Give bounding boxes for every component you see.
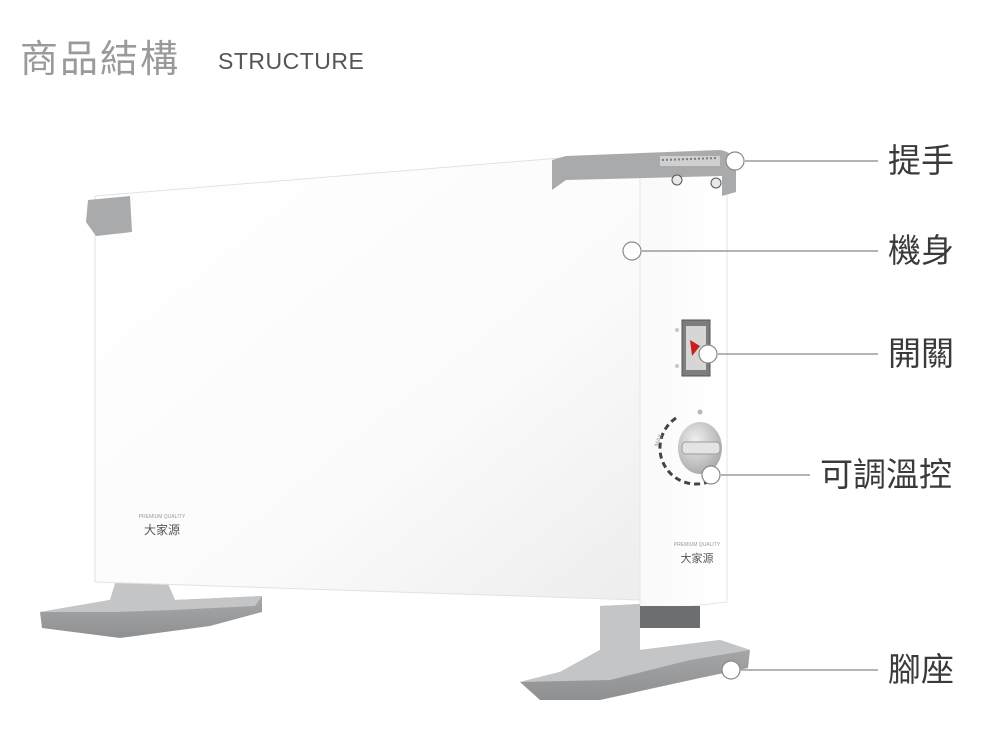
left-foot <box>40 566 262 638</box>
svg-text:大家源: 大家源 <box>681 551 714 565</box>
callout-lines <box>622 151 878 680</box>
dial-max-text: MAX <box>654 433 664 447</box>
callout-foot-label: 腳座 <box>888 650 954 689</box>
handle-cap <box>552 150 736 196</box>
callout-body-label: 機身 <box>888 231 954 270</box>
side-brand-logo: PREMIUM QUALITY 大家源 <box>674 542 721 565</box>
svg-text:PREMIUM QUALITY: PREMIUM QUALITY <box>139 514 186 520</box>
callout-handle-label: 提手 <box>888 141 954 180</box>
section-title-cn: 商品結構 <box>20 37 181 81</box>
section-title-en: STRUCTURE <box>218 48 365 74</box>
callout-switch-label: 開關 <box>888 334 954 373</box>
top-left-cap <box>86 196 132 236</box>
callout-thermostat-label: 可調溫控 <box>820 455 952 494</box>
svg-text:PREMIUM QUALITY: PREMIUM QUALITY <box>674 542 721 548</box>
svg-text:大家源: 大家源 <box>144 522 180 537</box>
front-brand-logo: PREMIUM QUALITY 大家源 <box>139 514 186 537</box>
right-foot <box>520 604 750 700</box>
thermostat-dial: MAX <box>654 409 722 486</box>
